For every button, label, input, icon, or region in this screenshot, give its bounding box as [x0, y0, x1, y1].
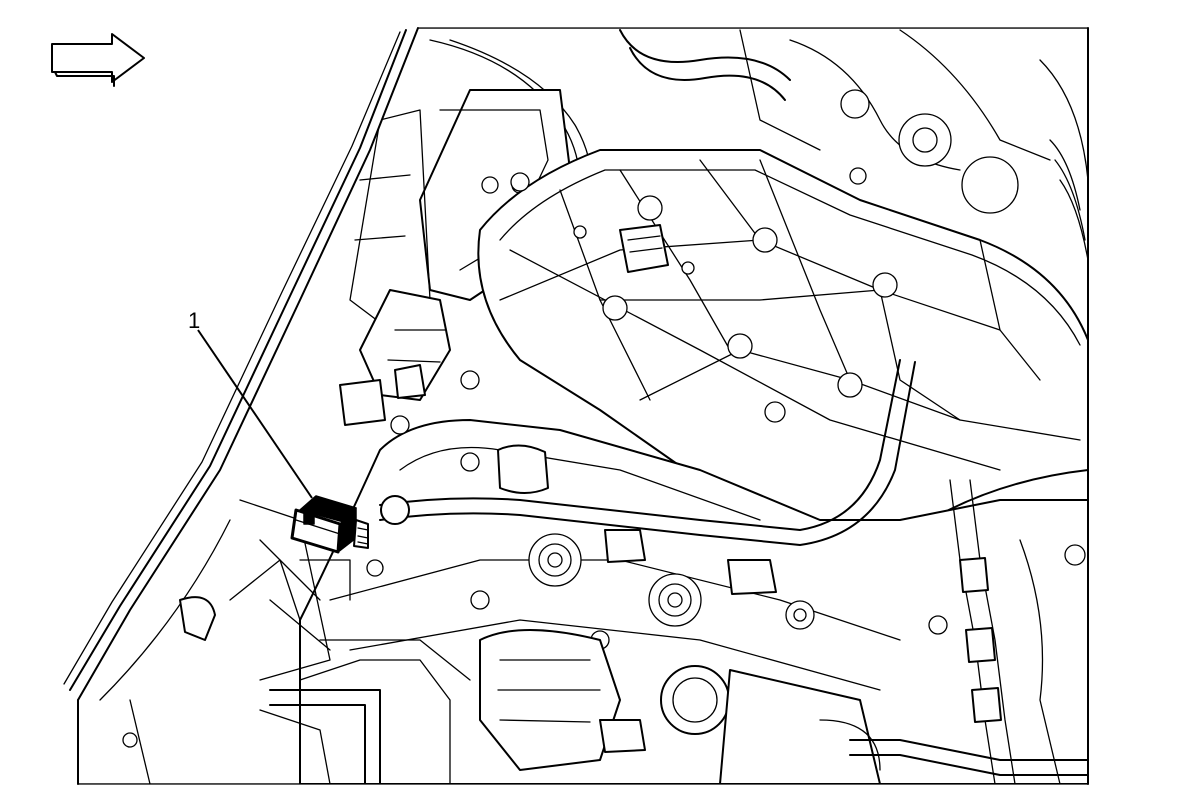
direction-arrow-icon: [51, 33, 145, 87]
highlighted-component: [290, 495, 369, 554]
callout-label-1: 1: [188, 308, 200, 333]
callout-leader-line: [197, 329, 313, 499]
engine-bay-illustration: [63, 27, 1089, 785]
